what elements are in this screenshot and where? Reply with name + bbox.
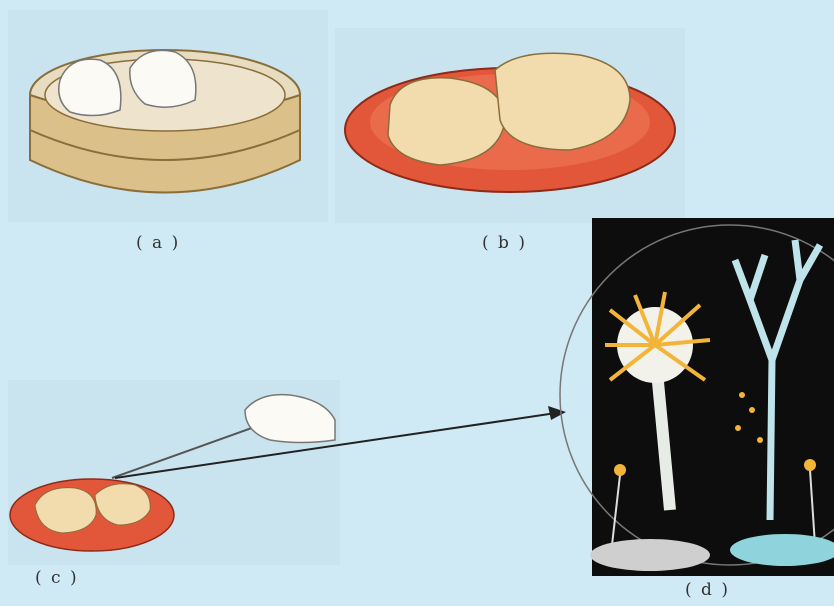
panel-b-label: ( b ) (482, 233, 527, 253)
panel-d-mold-micrograph (560, 218, 834, 576)
panel-c-sampling-illustration (8, 380, 340, 565)
panel-b-plate-illustration (335, 28, 685, 223)
panel-a-steamer-illustration (8, 10, 328, 222)
panel-a-label: ( a ) (136, 233, 180, 253)
panel-d-label: ( d ) (685, 580, 730, 600)
panel-c-label: ( c ) (35, 568, 79, 588)
